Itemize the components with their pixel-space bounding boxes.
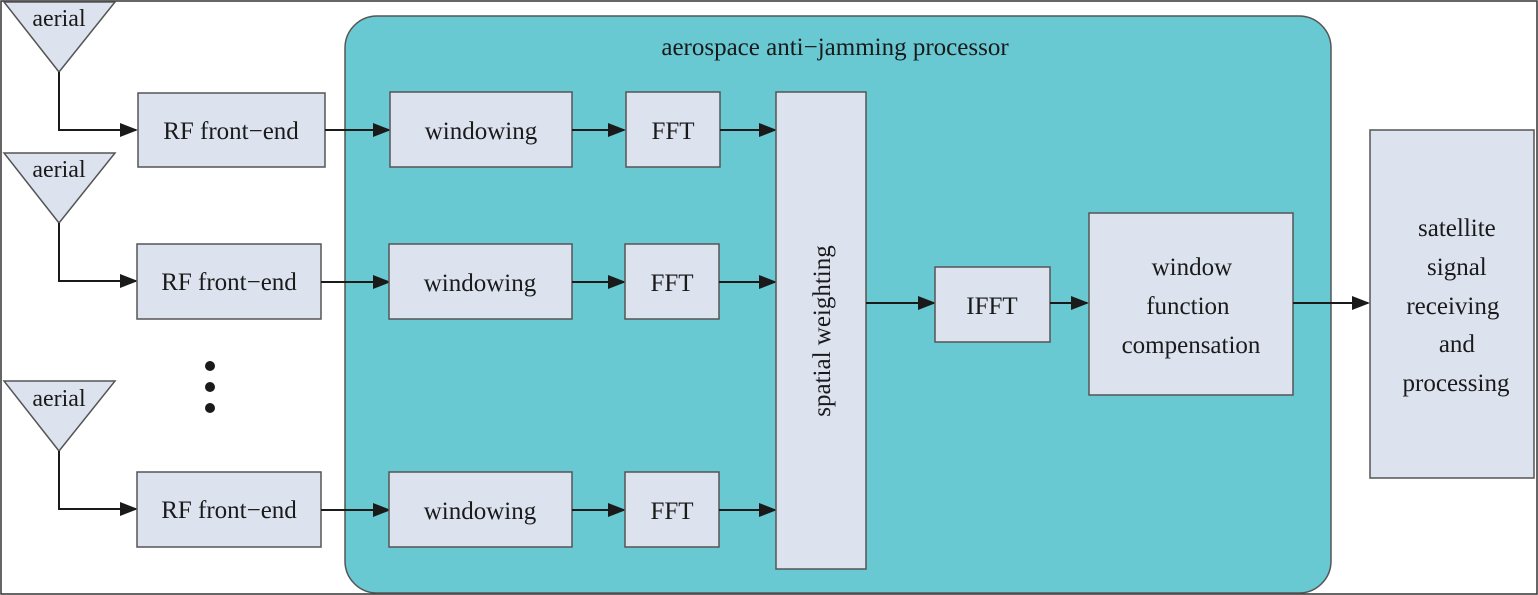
fft-1: FFT: [625, 91, 721, 168]
output-line-3: receiving: [1406, 293, 1500, 320]
rf-label: RF front−end: [163, 118, 299, 145]
aerial-label: aerial: [32, 386, 86, 412]
ifft-block: IFFT: [934, 266, 1051, 343]
spatial-weighting-block: spatial weighting: [775, 91, 867, 570]
windowing-2: windowing: [388, 243, 573, 320]
compensation-block: window function compensation: [1088, 212, 1294, 396]
aerial-1: aerial: [2, 1, 117, 74]
antenna-icon: [2, 152, 117, 225]
fft-label: FFT: [651, 118, 694, 145]
fft-3: FFT: [624, 471, 720, 548]
fft-2: FFT: [624, 243, 720, 320]
aerial-3-to-rf-arrow: [58, 451, 138, 516]
aerial-2: aerial: [2, 152, 117, 225]
processor-title: aerospace anti−jamming processor: [661, 34, 1009, 61]
aerial-1-to-rf-arrow: [58, 72, 138, 137]
windowing-label: windowing: [424, 498, 537, 525]
compensation-line-2: function: [1146, 293, 1230, 320]
antenna-icon: [2, 1, 117, 74]
ifft-label: IFFT: [966, 293, 1017, 320]
spatial-label: spatial weighting: [809, 245, 836, 417]
rf-frontend-2: RF front−end: [136, 243, 322, 320]
aerial-label: aerial: [32, 6, 86, 32]
compensation-line-3: compensation: [1122, 332, 1261, 359]
output-label: satellite signal receiving and processin…: [1403, 215, 1510, 397]
rf-label: RF front−end: [161, 269, 297, 296]
aerial-2-to-rf-arrow: [58, 223, 138, 288]
rf-frontend-1: RF front−end: [137, 92, 326, 168]
output-block: satellite signal receiving and processin…: [1369, 129, 1535, 479]
compensation-label: window function compensation: [1122, 254, 1261, 359]
output-line-2: signal: [1427, 254, 1487, 281]
windowing-label: windowing: [425, 118, 538, 145]
windowing-3: windowing: [388, 471, 573, 548]
aerial-3: aerial: [2, 380, 117, 453]
compensation-line-1: window: [1152, 254, 1233, 281]
fft-label: FFT: [650, 270, 693, 297]
fft-label: FFT: [650, 498, 693, 525]
antenna-icon: [2, 380, 117, 453]
ellipsis-dots: [205, 361, 215, 413]
output-line-1: satellite: [1418, 215, 1496, 242]
rf-label: RF front−end: [161, 497, 297, 524]
aerial-label: aerial: [32, 157, 86, 183]
rf-frontend-3: RF front−end: [136, 471, 322, 548]
output-line-5: processing: [1403, 370, 1510, 397]
windowing-1: windowing: [389, 91, 573, 168]
windowing-label: windowing: [424, 270, 537, 297]
output-line-4: and: [1439, 331, 1476, 358]
